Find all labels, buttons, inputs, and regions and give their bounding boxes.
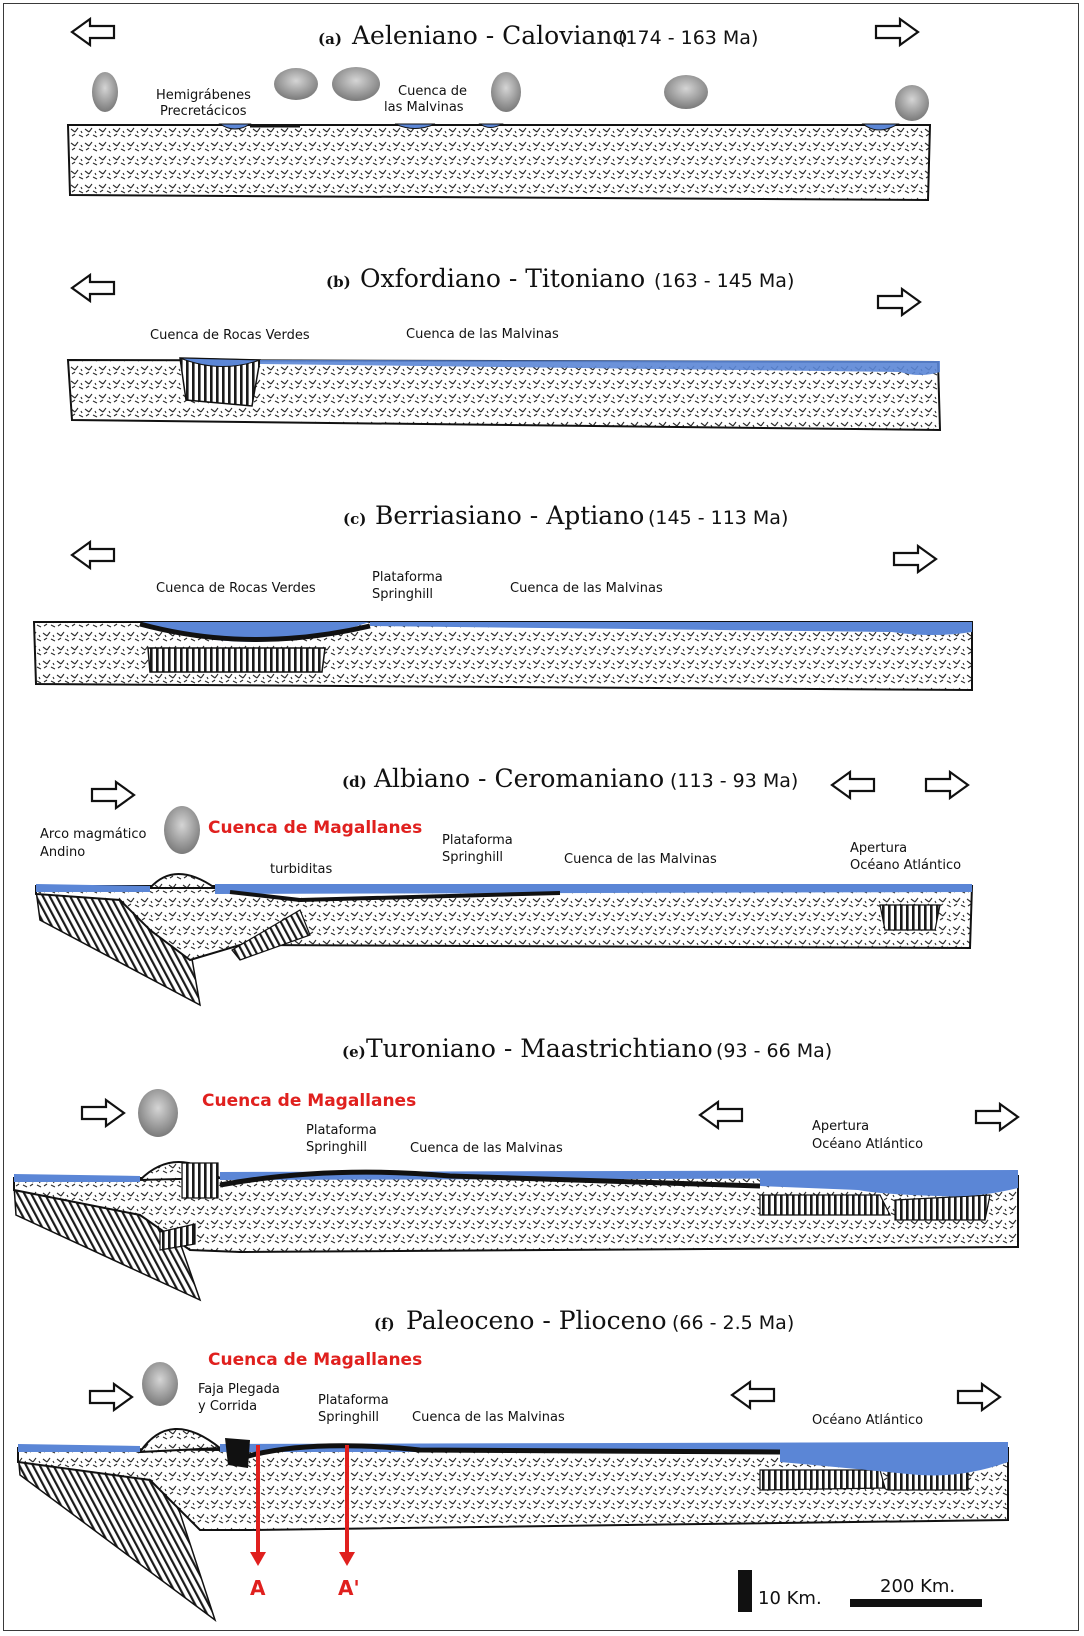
label-cuenca-malvinas: Cuenca de las Malvinas [410,1141,563,1156]
panel-age: (93 - 66 Ma) [716,1040,832,1062]
crust-block [68,124,930,200]
panel-f: (f) Paleoceno - Plioceno (66 - 2.5 Ma) C… [18,1306,1008,1620]
arrow-right-icon [92,782,134,808]
svg-text:A': A' [338,1576,360,1600]
arrow-right-icon [926,772,968,798]
horizontal-scale-bar: 200 Km. [850,1576,982,1607]
arrow-left-icon [832,772,874,798]
volcano-plume-icon [164,806,200,854]
crust-block [34,622,972,690]
label-plataforma-springhill: Plataforma Springhill [372,570,447,602]
panel-title: Paleoceno - Plioceno [406,1306,667,1335]
crust-block [14,1162,1018,1300]
panel-e: (e) Turoniano - Maastrichtiano (93 - 66 … [14,1034,1018,1300]
arrow-right-icon [894,546,936,572]
label-apertura-oceano: Apertura Océano Atlántico [850,841,961,873]
panel-age: (66 - 2.5 Ma) [672,1312,794,1334]
panel-tag: (a) [318,30,342,48]
svg-text:10 Km.: 10 Km. [758,1588,822,1609]
label-hemigrabenes: Hemigrábenes Precretácicos [156,88,255,119]
label-cuenca-rocas-verdes: Cuenca de Rocas Verdes [150,328,310,343]
crust-block [18,1429,1008,1620]
arrow-left-icon [732,1382,774,1408]
label-cuenca-malvinas: Cuenca de las Malvinas [406,327,559,342]
label-cuenca-malvinas: Cuenca de las Malvinas [564,852,717,867]
panel-age: (145 - 113 Ma) [648,507,788,529]
label-apertura-oceano: Apertura Océano Atlántico [812,1119,923,1152]
panel-tag: (d) [342,773,367,791]
panel-tag: (b) [326,273,351,291]
label-plataforma-springhill: Plataforma Springhill [442,833,517,865]
label-cuenca-malvinas: Cuenca de las Malvinas [510,581,663,596]
label-cuenca-magallanes: Cuenca de Magallanes [202,1091,416,1111]
label-plataforma-springhill: Plataforma Springhill [306,1123,381,1155]
arrow-left-icon [72,19,114,45]
arrow-right-icon [878,289,920,315]
arrow-right-icon [876,19,918,45]
panel-tag: (f) [374,1315,395,1333]
panel-c: (c) Berriasiano - Aptiano (145 - 113 Ma)… [34,501,972,690]
panel-title: Albiano - Ceromaniano [373,764,664,793]
arrow-right-icon [82,1100,124,1126]
arrow-right-icon [90,1384,132,1410]
panel-tag: (c) [343,510,366,528]
svg-text:A: A [250,1576,266,1600]
panel-age: (163 - 145 Ma) [654,270,794,292]
arrow-right-icon [976,1104,1018,1130]
crust-block [68,358,940,430]
arrow-left-icon [700,1102,742,1128]
arrow-left-icon [72,542,114,568]
label-plataforma-springhill: Plataforma Springhill [318,1393,393,1425]
panel-d: (d) Albiano - Ceromaniano (113 - 93 Ma) … [36,764,972,1005]
panel-title: Turoniano - Maastrichtiano [366,1034,713,1063]
arrow-right-icon [958,1384,1000,1410]
label-cuenca-malvinas: Cuenca de las Malvinas [412,1410,565,1425]
crust-block [36,874,972,1005]
label-cuenca-magallanes: Cuenca de Magallanes [208,818,422,838]
panel-title: Oxfordiano - Titoniano [360,264,645,293]
panel-a: (a) Aeleniano - Caloviano (174 - 163 Ma)… [68,19,930,200]
label-cuenca-magallanes: Cuenca de Magallanes [208,1350,422,1370]
panel-title: Berriasiano - Aptiano [375,501,644,530]
label-turbiditas: turbiditas [270,862,332,877]
label-arco-magmatico: Arco magmático Andino [40,827,151,860]
volcano-plume-icon [138,1089,178,1137]
label-oceano-atlantico: Océano Atlántico [812,1413,923,1428]
volcano-plume-icon [142,1362,178,1406]
svg-text:200 Km.: 200 Km. [880,1576,955,1597]
label-faja-plegada: Faja Plegada y Corrida [198,1382,284,1414]
panel-title: Aeleniano - Caloviano [351,21,627,50]
label-cuenca-malvinas: Cuenca de las Malvinas [384,84,471,115]
vertical-scale-bar: 10 Km. [738,1570,822,1612]
panel-age: (113 - 93 Ma) [670,770,798,792]
panel-age: (174 - 163 Ma) [618,27,758,49]
panel-tag: (e) [342,1043,366,1061]
label-cuenca-rocas-verdes: Cuenca de Rocas Verdes [156,581,316,596]
arrow-left-icon [72,275,114,301]
panel-b: (b) Oxfordiano - Titoniano (163 - 145 Ma… [68,264,940,430]
